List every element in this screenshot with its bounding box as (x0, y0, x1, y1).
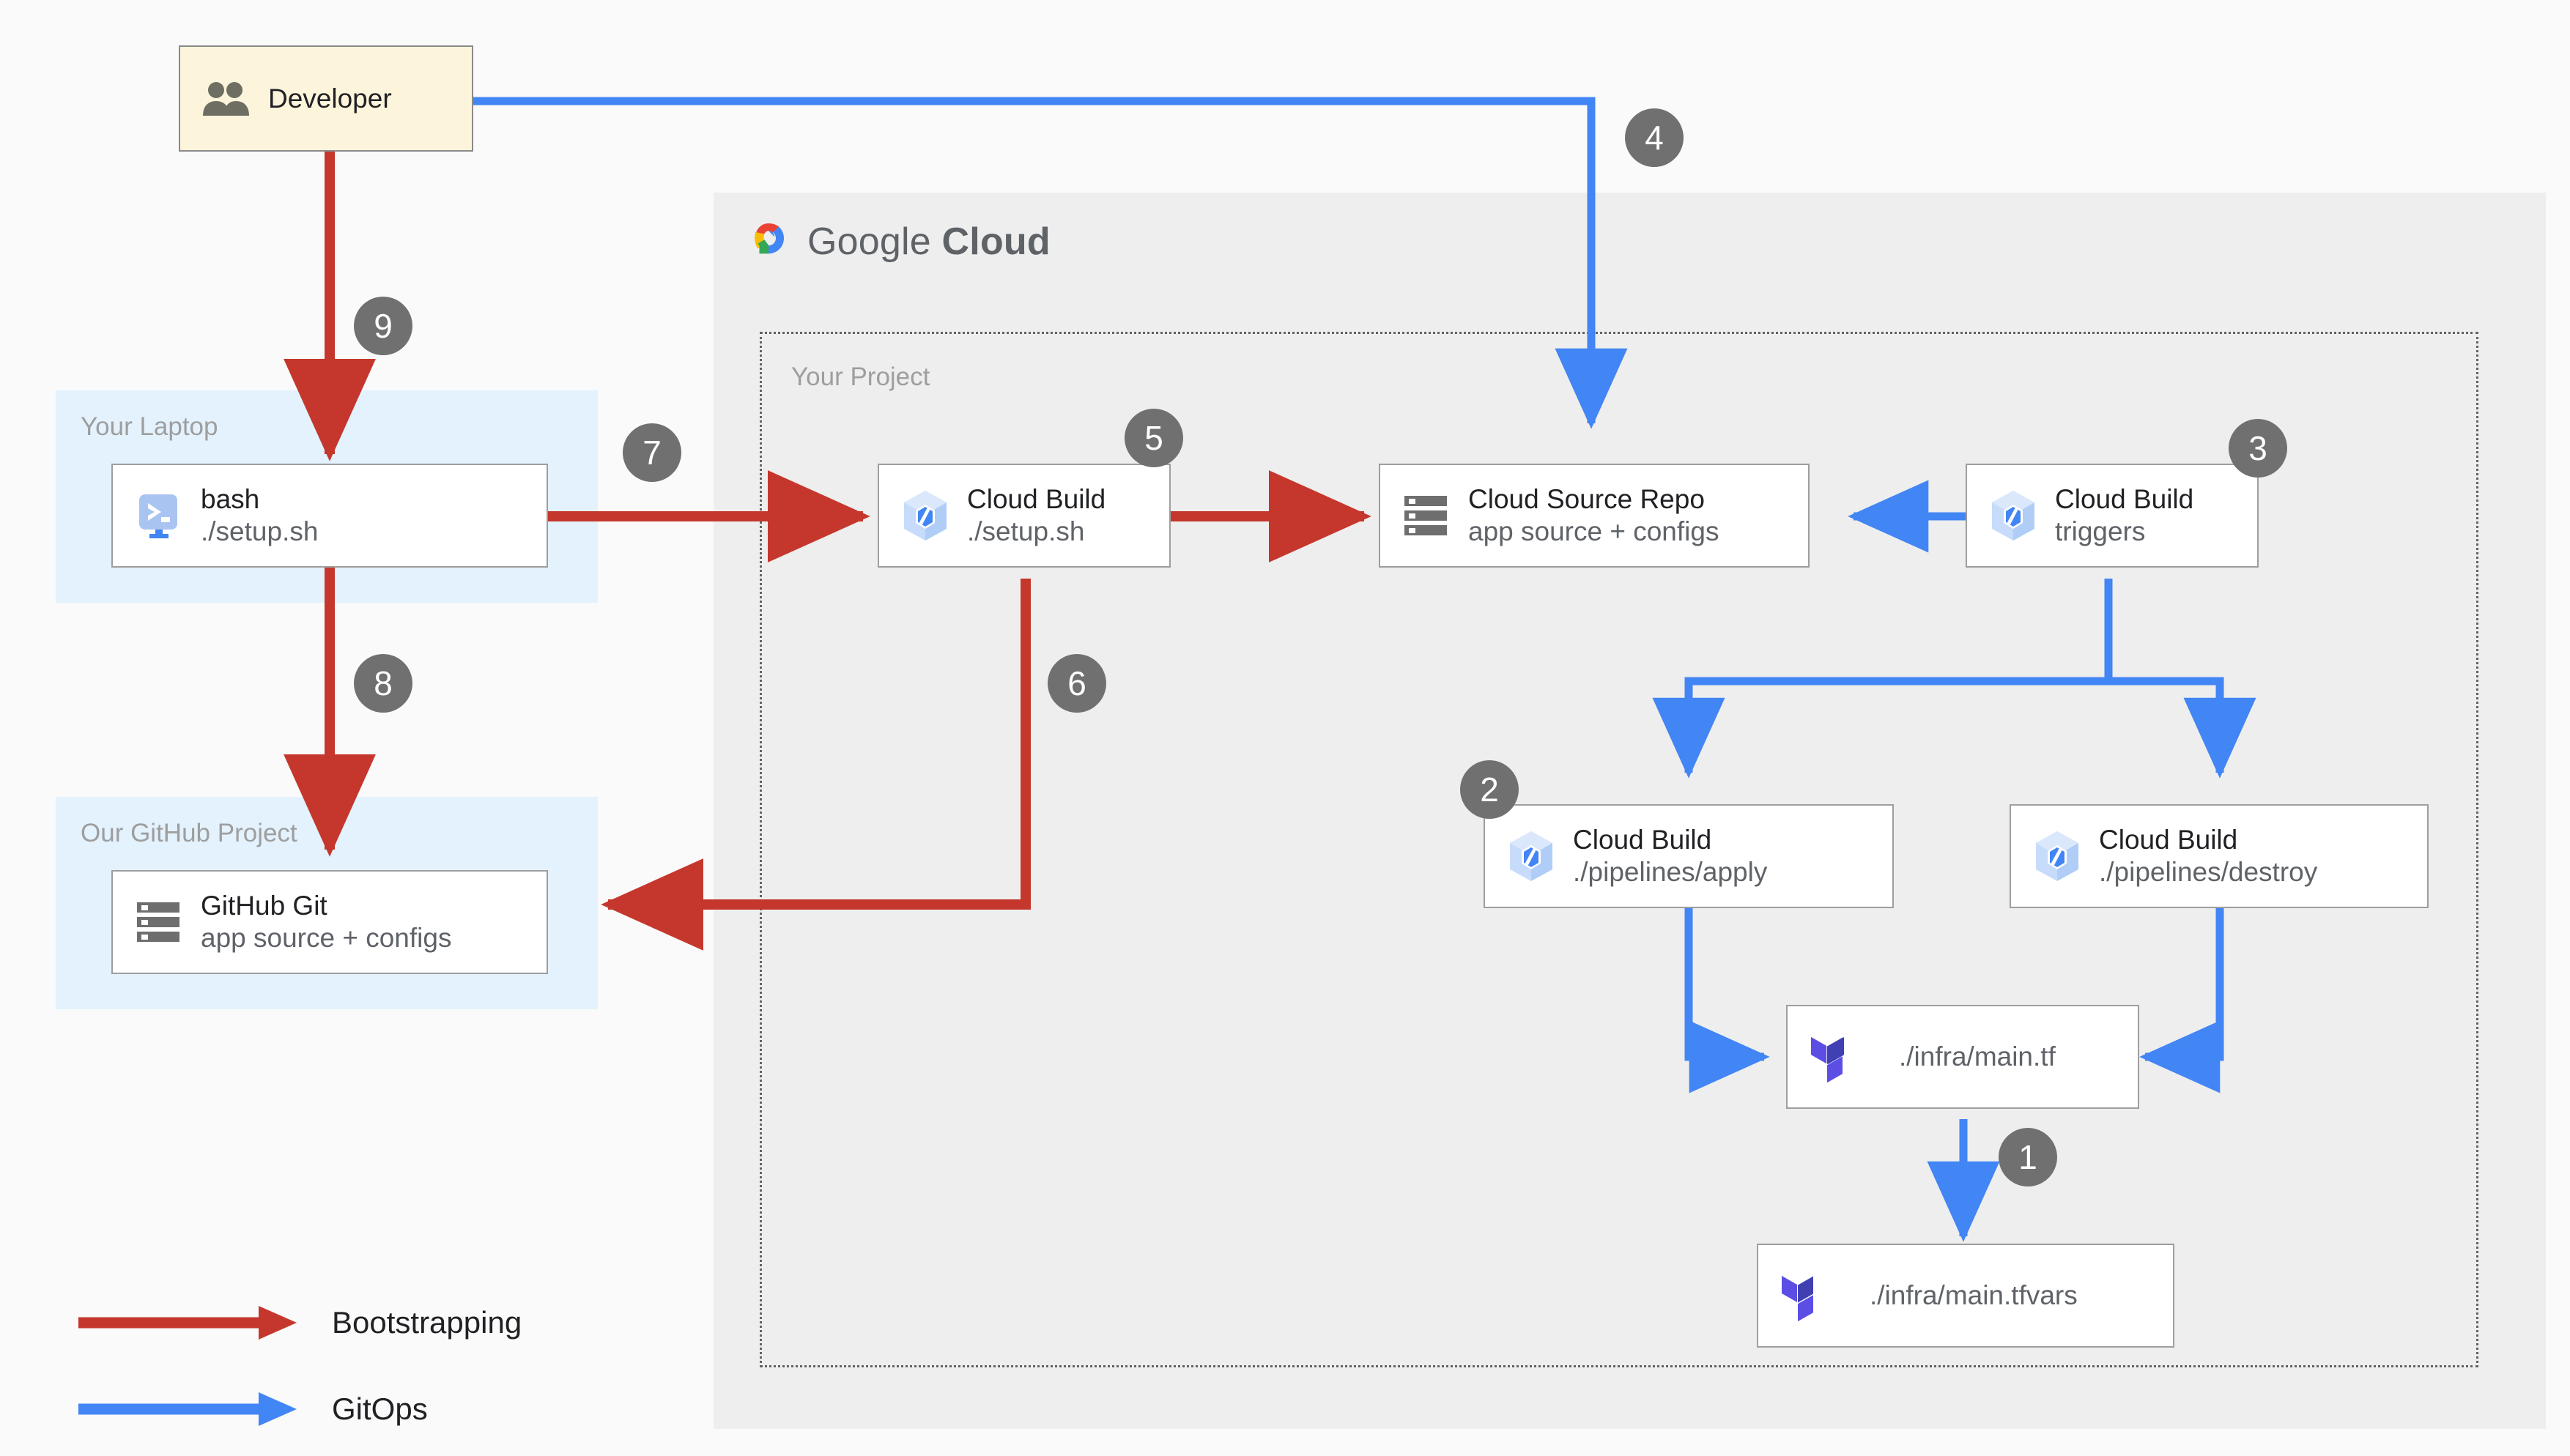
node-github-git-title: GitHub Git (201, 891, 327, 921)
node-developer[interactable]: Developer (179, 45, 473, 152)
step-badge-4: 4 (1625, 108, 1684, 167)
repo-icon (135, 900, 183, 944)
node-bash[interactable]: bash ./setup.sh (111, 464, 548, 568)
step-badge-8: 8 (354, 654, 412, 713)
node-cloud-source-repo[interactable]: Cloud Source Repo app source + configs (1379, 464, 1810, 568)
people-icon (202, 81, 251, 117)
step-badge-6: 6 (1048, 654, 1106, 713)
repo-icon (1402, 494, 1451, 538)
google-cloud-wordmark: Google Cloud (807, 220, 1051, 264)
legend: Bootstrapping GitOps (77, 1289, 522, 1443)
cloud-build-icon (1507, 830, 1555, 883)
node-github-git[interactable]: GitHub Git app source + configs (111, 870, 548, 974)
node-cloud-build-triggers[interactable]: Cloud Build triggers (1966, 464, 2259, 568)
legend-label-gitops: GitOps (332, 1392, 428, 1426)
edge-triggers-to-apply (1652, 579, 2113, 779)
node-github-git-subtitle: app source + configs (201, 923, 452, 953)
edge-destroy-to-main-tf (2139, 890, 2224, 1093)
step-badge-9: 9 (354, 297, 412, 355)
node-cloud-build-apply[interactable]: Cloud Build ./pipelines/apply (1484, 804, 1894, 908)
node-bash-title: bash (201, 484, 260, 515)
node-cloud-build-setup-subtitle: ./setup.sh (967, 516, 1085, 546)
node-main-tfvars-label: ./infra/main.tfvars (1870, 1280, 2078, 1310)
legend-label-bootstrapping: Bootstrapping (332, 1305, 522, 1340)
legend-item-bootstrapping: Bootstrapping (77, 1289, 522, 1356)
terraform-icon (1780, 1270, 1826, 1321)
group-label-your-laptop: Your Laptop (81, 412, 218, 441)
node-cloud-source-repo-title: Cloud Source Repo (1468, 484, 1705, 515)
legend-item-gitops: GitOps (77, 1375, 522, 1443)
brand-google: Google (807, 220, 931, 263)
legend-arrow-bootstrapping-icon (78, 1306, 297, 1340)
node-main-tf[interactable]: ./infra/main.tf (1786, 1005, 2139, 1109)
node-cloud-build-destroy[interactable]: Cloud Build ./pipelines/destroy (2010, 804, 2429, 908)
google-cloud-logo-icon (746, 221, 791, 263)
your-project-boundary (760, 332, 2478, 1367)
node-main-tf-label: ./infra/main.tf (1899, 1041, 2056, 1071)
terraform-icon (1810, 1031, 1855, 1082)
node-cloud-build-setup-title: Cloud Build (967, 484, 1106, 515)
group-label-our-github-project: Our GitHub Project (81, 819, 297, 847)
node-main-tfvars[interactable]: ./infra/main.tfvars (1757, 1244, 2174, 1348)
edge-developer-to-source-repo (473, 97, 1628, 429)
node-cloud-build-setup[interactable]: Cloud Build ./setup.sh (878, 464, 1171, 568)
brand-cloud: Cloud (941, 220, 1051, 263)
cloud-build-icon (901, 489, 949, 542)
edge-apply-to-main-tf (1684, 890, 1770, 1093)
node-cloud-build-apply-subtitle: ./pipelines/apply (1573, 857, 1768, 887)
node-cloud-source-repo-subtitle: app source + configs (1468, 516, 1719, 546)
edge-triggers-to-destroy (2104, 579, 2256, 779)
node-cloud-build-triggers-subtitle: triggers (2055, 516, 2146, 546)
google-cloud-branding: Google Cloud (746, 220, 1051, 264)
node-developer-title: Developer (268, 83, 392, 114)
step-badge-2: 2 (1460, 760, 1519, 819)
cloud-build-icon (2033, 830, 2081, 883)
cloud-build-icon (1989, 489, 2037, 542)
step-badge-5: 5 (1125, 409, 1183, 467)
terminal-icon (135, 491, 183, 540)
step-badge-1: 1 (1999, 1128, 2057, 1186)
step-badge-7: 7 (623, 423, 681, 482)
node-cloud-build-apply-title: Cloud Build (1573, 825, 1712, 855)
node-cloud-build-destroy-subtitle: ./pipelines/destroy (2099, 857, 2318, 887)
step-badge-3: 3 (2229, 419, 2287, 478)
node-cloud-build-triggers-title: Cloud Build (2055, 484, 2194, 515)
legend-arrow-gitops-icon (78, 1392, 297, 1426)
node-bash-subtitle: ./setup.sh (201, 516, 319, 546)
node-cloud-build-destroy-title: Cloud Build (2099, 825, 2238, 855)
your-project-label: Your Project (791, 363, 930, 391)
edge-cloud-build-setup-to-github-git (601, 579, 1031, 951)
